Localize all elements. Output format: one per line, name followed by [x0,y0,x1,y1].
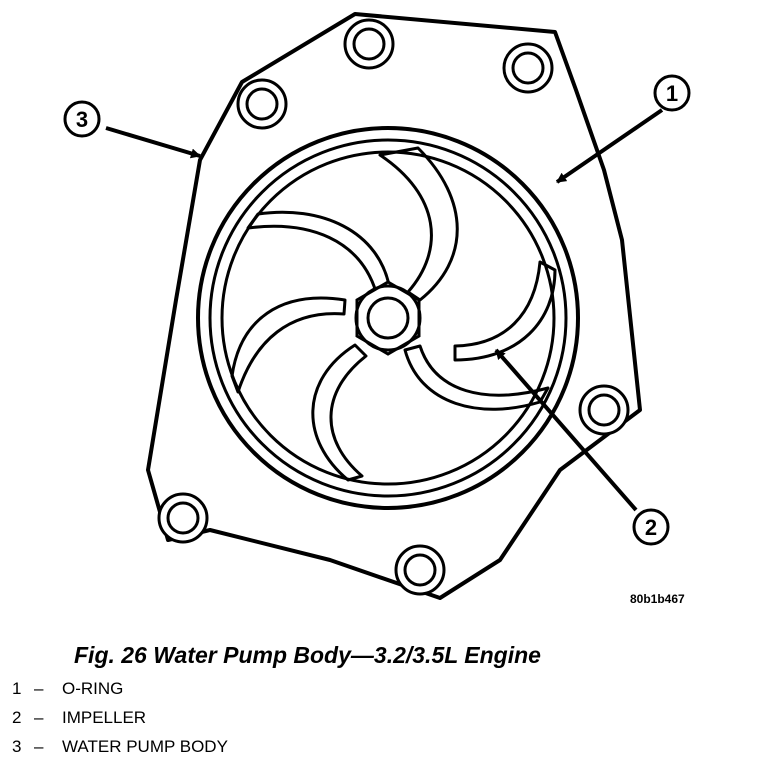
legend-number: 1 [12,679,22,698]
callout-1-number: 1 [666,81,678,106]
callout-3-number: 3 [76,107,88,132]
legend-item: 3–WATER PUMP BODY [12,736,228,765]
legend-label: WATER PUMP BODY [62,737,228,756]
leader-arrow-3 [105,126,201,159]
legend-separator: – [34,679,44,698]
figure-code: 80b1b467 [630,592,685,606]
leader-arrow-1 [555,108,664,184]
legend-number: 3 [12,737,22,756]
legend-item: 2–IMPELLER [12,707,228,736]
callout-3: 3 [63,100,101,138]
figure-caption: Fig. 26 Water Pump Body—3.2/3.5L Engine [74,642,541,668]
impeller-vane [230,296,347,394]
callout-2-number: 2 [645,515,657,540]
legend-separator: – [34,708,44,727]
bolt-hole [502,42,554,94]
callout-2: 2 [632,508,670,546]
legend-item: 1–O-RING [12,678,228,707]
bolt-hole [394,544,446,596]
bolt-hole [578,384,630,436]
impeller-shaft [366,296,410,340]
o-ring-inner [208,138,568,498]
bolt-hole [157,492,209,544]
bolt-hole [236,78,288,130]
impeller [230,146,557,482]
legend-label: IMPELLER [62,708,147,727]
legend-list: 1–O-RING 2–IMPELLER 3–WATER PUMP BODY [12,678,228,765]
legend-separator: – [34,737,44,756]
callout-1: 1 [653,74,691,112]
leader-arrow-2 [494,348,638,512]
pump-bore [220,150,556,486]
impeller-vane [311,343,368,482]
bolt-holes [157,18,630,596]
bolt-hole [343,18,395,70]
impeller-vane [453,260,557,362]
impeller-vane [403,344,550,411]
o-ring-outer [196,126,580,510]
legend-number: 2 [12,708,22,727]
legend-label: O-RING [62,679,124,698]
impeller-hub [354,284,422,352]
water-pump-diagram: 1 2 3 [63,12,691,600]
